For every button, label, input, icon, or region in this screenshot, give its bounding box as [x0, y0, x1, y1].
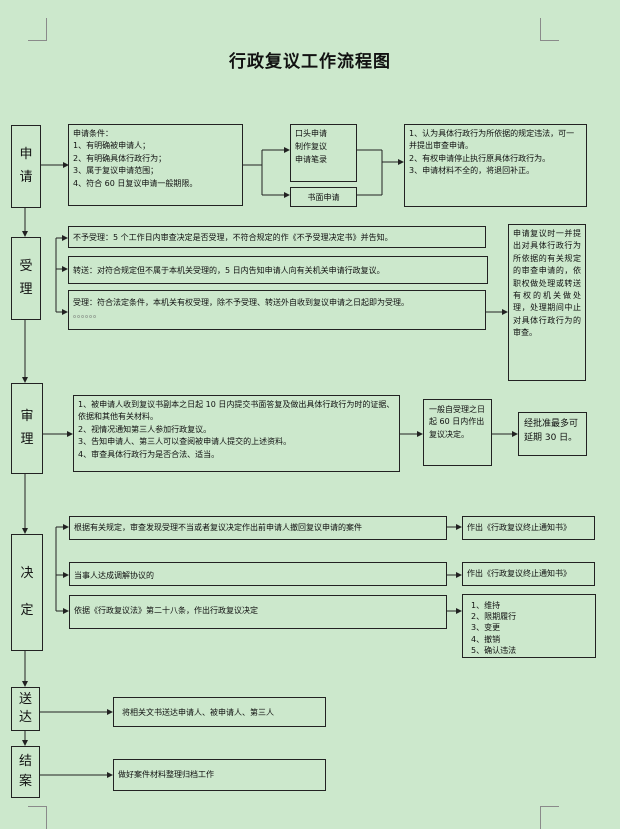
forward-box: 转送：对符合规定但不属于本机关受理的，5 日内告知申请人向有关机关申请行政复议。: [68, 256, 488, 284]
stage-accept-char-1: 受: [19, 259, 33, 275]
oral-application-line: 制作复议: [295, 141, 327, 151]
review-item-line: 3、告知申请人、第三人可以查阅被申请人提交的上述资料。: [78, 437, 292, 447]
applicant-right-line: 3、申请材料不全的，将退回补正。: [409, 166, 535, 176]
stage-close: 结案: [11, 746, 40, 798]
accepted-dots: 。。。。。。: [73, 310, 101, 319]
review-request-note-text: 申请复议时一并提出对具体行政行为所依据的有关规定的审查申请的，依职权做处理或转送…: [513, 229, 581, 338]
applicant-right-line: 1、认为具体行政行为所依据的规定违法，可一并提出审查申请。: [409, 129, 575, 151]
archive-text: 做好案件材料整理归档工作: [118, 770, 214, 779]
delivery-text: 将相关文书送达申请人、被申请人、第三人: [122, 708, 274, 717]
withdraw-outcome-box: 作出《行政复议终止通知书》: [462, 516, 595, 540]
decision-result-item: 1、维持: [471, 601, 501, 610]
decision-result-item: 5、确认违法: [471, 645, 517, 655]
review-request-note-box: 申请复议时一并提出对具体行政行为所依据的有关规定的审查申请的，依职权做处理或转送…: [508, 224, 586, 381]
stage-deliver: 送达: [11, 687, 40, 731]
withdraw-text: 根据有关规定，审查发现受理不当或者复议决定作出前申请人撤回复议申请的案件: [74, 523, 362, 532]
mediation-text: 当事人达成调解协议的: [74, 571, 154, 580]
forward-text: 转送：对符合规定但不属于本机关受理的，5 日内告知申请人向有关机关申请行政复议。: [73, 266, 385, 275]
review-period-text: 一般自受理之日起 60 日内作出复议决定。: [429, 405, 485, 439]
mediation-outcome-box: 作出《行政复议终止通知书》: [462, 562, 595, 586]
stage-review-char-2: 理: [20, 431, 34, 447]
law-decision-box: 依据《行政复议法》第二十八条，作出行政复议决定: [69, 595, 447, 629]
stage-close-char-1: 结: [18, 753, 32, 769]
stage-decide: 决定: [11, 534, 43, 651]
written-application-label: 书面申请: [307, 193, 340, 202]
applicant-rights-box: 1、认为具体行政行为所依据的规定违法，可一并提出审查申请。 2、有权申请停止执行…: [404, 124, 587, 207]
archive-box: 做好案件材料整理归档工作: [113, 759, 326, 791]
decision-result-item: 4、撤销: [471, 634, 501, 644]
oral-application-line: 申请笔录: [295, 154, 327, 164]
withdraw-box: 根据有关规定，审查发现受理不当或者复议决定作出前申请人撤回复议申请的案件: [69, 516, 447, 540]
page-corner-top-right: [540, 18, 559, 41]
decision-result-item: 3、变更: [471, 623, 501, 633]
apply-conditions-box: 申请条件： 1、有明确被申请人； 2、有明确具体行政行为； 3、属于复议申请范围…: [68, 124, 243, 206]
apply-condition-line: 申请条件：: [73, 129, 113, 138]
stage-deliver-char-1: 送: [18, 692, 32, 708]
apply-condition-line: 4、符合 60 日复议申请一般期限。: [73, 178, 198, 188]
decision-result-item: 2、限期履行: [471, 612, 517, 622]
applicant-right-line: 2、有权申请停止执行原具体行政行为。: [409, 153, 551, 163]
extension-text: 经批准最多可延期 30 日。: [524, 419, 579, 444]
apply-condition-line: 1、有明确被申请人；: [73, 141, 151, 151]
extension-box: 经批准最多可延期 30 日。: [518, 412, 587, 456]
stage-accept-char-2: 理: [19, 281, 33, 297]
stage-apply-char-2: 请: [19, 169, 33, 185]
apply-condition-line: 3、属于复议申请范围；: [73, 166, 159, 176]
oral-application-box: 口头申请 制作复议 申请笔录: [290, 124, 357, 182]
page-corner-top-left: [28, 18, 47, 41]
stage-apply-char-1: 申: [19, 147, 33, 163]
mediation-outcome-text: 作出《行政复议终止通知书》: [467, 569, 571, 578]
stage-review: 审理: [11, 383, 43, 474]
stage-deliver-char-2: 达: [18, 710, 32, 725]
review-item-line: 2、视情况通知第三人参加行政复议。: [78, 424, 212, 434]
withdraw-outcome-text: 作出《行政复议终止通知书》: [467, 523, 571, 532]
review-item-line: 4、审查具体行政行为是否合法、适当。: [78, 449, 220, 459]
accepted-box: 受理：符合法定条件，本机关有权受理，除不予受理、转送外自收到复议申请之日起即为受…: [68, 290, 486, 330]
decision-results-box: 1、维持 2、限期履行 3、变更 4、撤销 5、确认违法: [462, 594, 596, 658]
page-corner-bottom-left: [28, 806, 47, 829]
delivery-box: 将相关文书送达申请人、被申请人、第三人: [113, 697, 326, 727]
stage-decide-char-2: 定: [20, 602, 34, 618]
stage-decide-char-1: 决: [20, 566, 34, 582]
review-period-box: 一般自受理之日起 60 日内作出复议决定。: [423, 399, 492, 466]
stage-close-char-2: 案: [18, 774, 32, 789]
stage-apply: 申请: [11, 125, 41, 208]
page-title: 行政复议工作流程图: [229, 52, 391, 72]
stage-accept: 受理: [11, 237, 41, 320]
review-items-box: 1、被申请人收到复议书副本之日起 10 日内提交书面答复及做出具体行政行为时的证…: [73, 395, 400, 472]
law-decision-text: 依据《行政复议法》第二十八条，作出行政复议决定: [74, 606, 258, 615]
page-corner-bottom-right: [540, 806, 559, 829]
written-application-box: 书面申请: [290, 187, 357, 207]
reject-text: 不予受理：5 个工作日内审查决定是否受理，不符合规定的作《不予受理决定书》并告知…: [73, 233, 393, 242]
review-item-line: 1、被申请人收到复议书副本之日起 10 日内提交书面答复及做出具体行政行为时的证…: [78, 400, 395, 422]
mediation-box: 当事人达成调解协议的: [69, 562, 447, 586]
oral-application-line: 口头申请: [295, 129, 327, 138]
apply-condition-line: 2、有明确具体行政行为；: [73, 153, 167, 163]
stage-review-char-1: 审: [20, 409, 34, 425]
reject-box: 不予受理：5 个工作日内审查决定是否受理，不符合规定的作《不予受理决定书》并告知…: [68, 226, 486, 248]
accepted-text: 受理：符合法定条件，本机关有权受理，除不予受理、转送外自收到复议申请之日起即为受…: [73, 298, 409, 307]
